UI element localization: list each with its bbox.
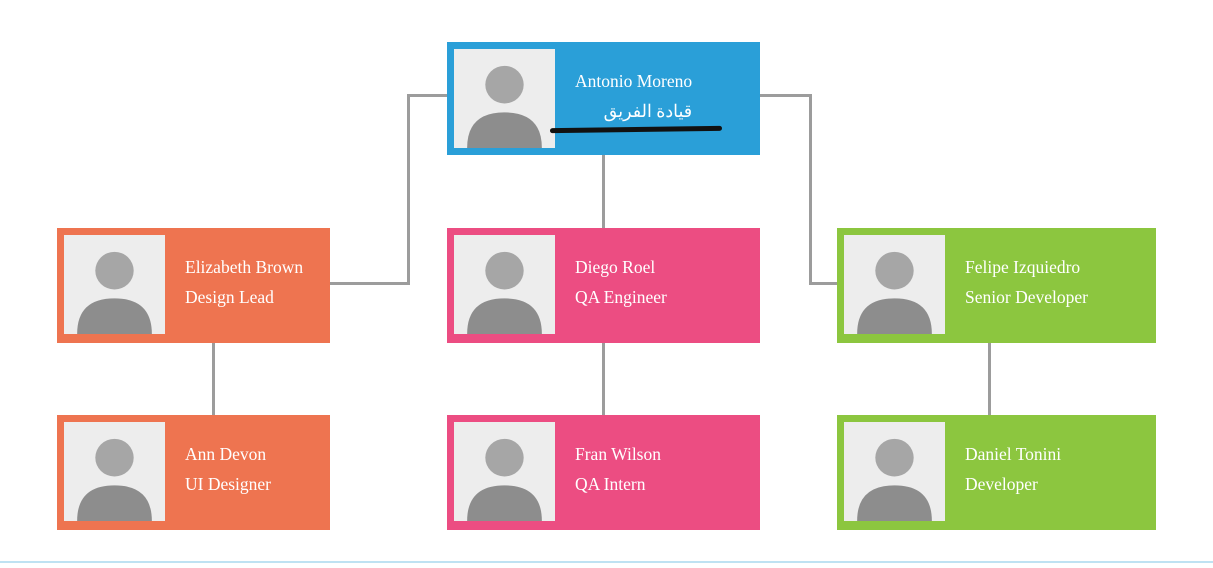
person-title: UI Designer: [185, 474, 272, 494]
hand-drawn-underline: [549, 125, 723, 134]
person-photo-placeholder-icon: [454, 49, 555, 148]
avatar-felipe: [844, 235, 945, 334]
avatar-elizabeth: [64, 235, 165, 334]
org-node-ann[interactable]: Ann Devon UI Designer: [57, 415, 330, 530]
org-node-text: Diego Roel QA Engineer: [562, 228, 673, 312]
connector-left-horizontal-bottom: [328, 282, 410, 285]
connector-right-vertical: [809, 94, 812, 285]
connector-left-vertical: [407, 94, 410, 285]
org-node-text: Elizabeth Brown Design Lead: [172, 228, 309, 312]
person-title: QA Intern: [575, 474, 646, 494]
org-node-text: Fran Wilson QA Intern: [562, 415, 667, 499]
org-node-text: Ann Devon UI Designer: [172, 415, 277, 499]
person-photo-placeholder-icon: [844, 422, 945, 521]
person-title: QA Engineer: [575, 287, 667, 307]
person-photo-placeholder-icon: [844, 235, 945, 334]
person-name: Fran Wilson: [575, 444, 661, 464]
person-photo-placeholder-icon: [64, 235, 165, 334]
org-node-text: Felipe Izquiedro Senior Developer: [952, 228, 1094, 312]
person-name: Diego Roel: [575, 257, 656, 277]
org-node-text: Daniel Tonini Developer: [952, 415, 1067, 499]
connector-diego-to-fran: [602, 343, 605, 416]
connector-root-to-diego: [602, 155, 605, 229]
connector-elizabeth-to-ann: [212, 343, 215, 416]
person-name: Daniel Tonini: [965, 444, 1062, 464]
org-node-elizabeth[interactable]: Elizabeth Brown Design Lead: [57, 228, 330, 343]
avatar-daniel: [844, 422, 945, 521]
org-node-diego[interactable]: Diego Roel QA Engineer: [447, 228, 760, 343]
person-photo-placeholder-icon: [454, 235, 555, 334]
connector-left-horizontal-top: [407, 94, 450, 97]
connector-right-horizontal-bottom: [809, 282, 839, 285]
org-node-text: Antonio Moreno قيادة الفريق: [562, 42, 698, 126]
page-bottom-border: [0, 561, 1213, 563]
person-title: Design Lead: [185, 287, 274, 307]
person-photo-placeholder-icon: [454, 422, 555, 521]
person-name: Elizabeth Brown: [185, 257, 304, 277]
person-photo-placeholder-icon: [64, 422, 165, 521]
person-name: Felipe Izquiedro: [965, 257, 1081, 277]
org-node-antonio[interactable]: Antonio Moreno قيادة الفريق: [447, 42, 760, 155]
org-node-fran[interactable]: Fran Wilson QA Intern: [447, 415, 760, 530]
connector-felipe-to-daniel: [988, 343, 991, 416]
avatar-antonio: [454, 49, 555, 148]
person-name: Ann Devon: [185, 444, 267, 464]
org-node-daniel[interactable]: Daniel Tonini Developer: [837, 415, 1156, 530]
person-title: قيادة الفريق: [603, 101, 693, 121]
person-name: Antonio Moreno: [575, 71, 693, 91]
avatar-ann: [64, 422, 165, 521]
connector-right-horizontal-top: [758, 94, 812, 97]
avatar-fran: [454, 422, 555, 521]
avatar-diego: [454, 235, 555, 334]
org-node-felipe[interactable]: Felipe Izquiedro Senior Developer: [837, 228, 1156, 343]
person-title: Developer: [965, 474, 1038, 494]
person-title: Senior Developer: [965, 287, 1088, 307]
